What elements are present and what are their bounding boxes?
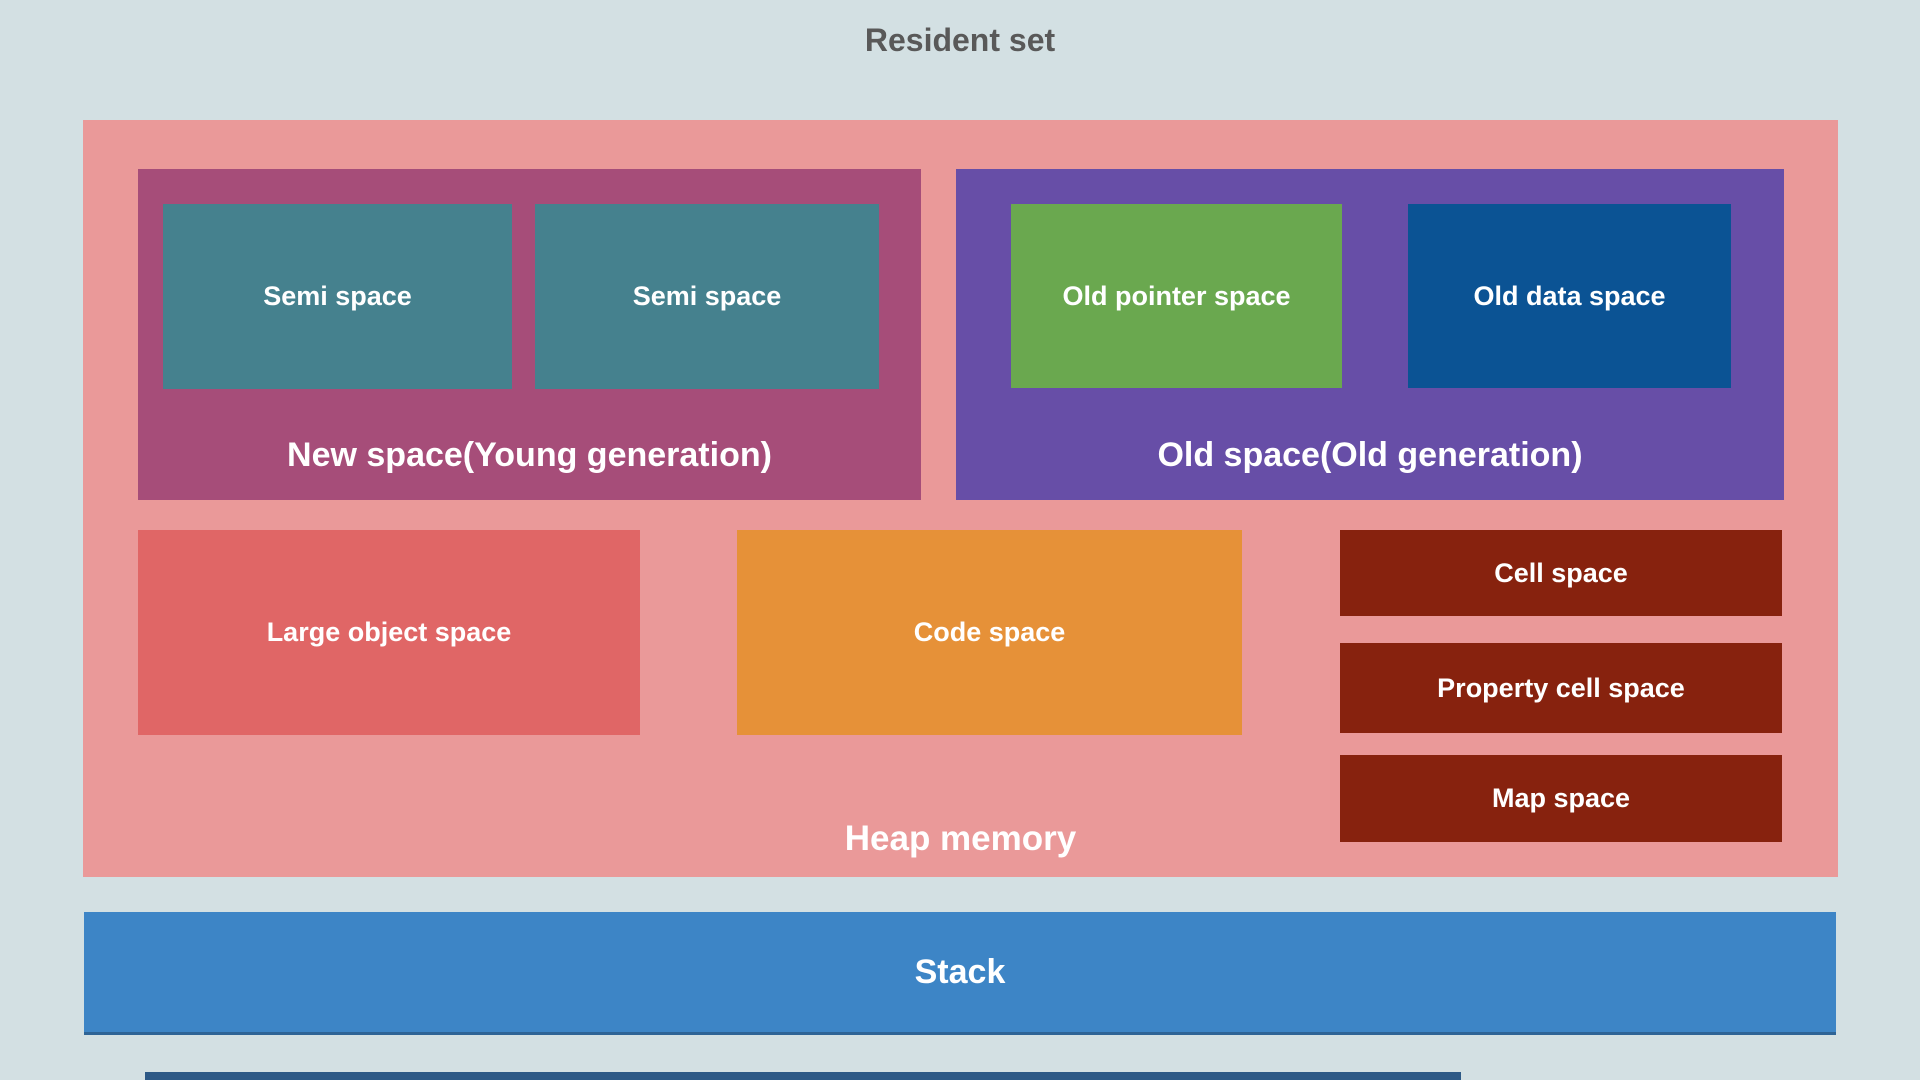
semi-space-box-2: Semi space [535, 204, 879, 389]
property-cell-space-box: Property cell space [1340, 643, 1782, 733]
cell-space-box: Cell space [1340, 530, 1782, 616]
old-space-container: Old pointer space Old data space Old spa… [956, 169, 1784, 500]
heap-memory-container: Semi space Semi space New space(Young ge… [83, 120, 1838, 877]
code-space-box: Code space [737, 530, 1242, 735]
stack-bar: Stack [84, 912, 1836, 1035]
new-space-label: New space(Young generation) [287, 436, 772, 474]
heap-memory-label: Heap memory [844, 819, 1077, 858]
semi-space-box-1: Semi space [163, 204, 512, 389]
new-space-container: Semi space Semi space New space(Young ge… [138, 169, 921, 500]
bottom-partial-bar [145, 1072, 1461, 1080]
resident-set-title: Resident set [864, 22, 1056, 58]
large-object-space-box: Large object space [138, 530, 640, 735]
map-space-box: Map space [1340, 755, 1782, 842]
old-space-label: Old space(Old generation) [1157, 436, 1583, 474]
old-pointer-space-box: Old pointer space [1011, 204, 1342, 388]
old-data-space-box: Old data space [1408, 204, 1731, 388]
